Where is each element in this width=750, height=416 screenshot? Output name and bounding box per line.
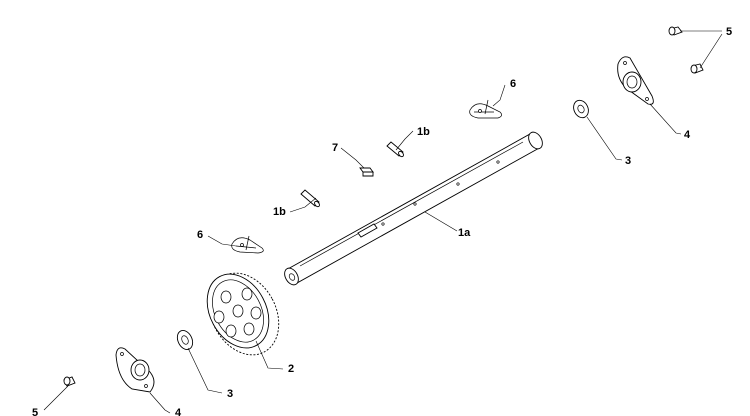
- label-washer-left: 3: [227, 388, 233, 400]
- label-flange-right: 4: [684, 129, 691, 141]
- callout-labels: 1a 1b 1b 2 3 3 4 4 5 5 6 6 7: [32, 26, 732, 416]
- bolts-right[interactable]: [668, 26, 704, 74]
- washer-right[interactable]: [571, 98, 591, 120]
- label-pin-lower: 1b: [273, 206, 286, 218]
- label-flange-left: 4: [175, 407, 182, 416]
- pin-lower[interactable]: [300, 189, 320, 208]
- label-key: 7: [332, 142, 338, 154]
- bolts-left[interactable]: [63, 376, 76, 387]
- label-gear: 2: [288, 363, 294, 375]
- label-shaft: 1a: [458, 227, 471, 239]
- label-bolts-right: 5: [726, 26, 732, 38]
- label-bolts-left: 5: [32, 407, 38, 416]
- washer-left[interactable]: [174, 328, 195, 352]
- label-washer-right: 3: [625, 155, 631, 167]
- clip-right[interactable]: [469, 99, 502, 119]
- clip-left[interactable]: [231, 235, 264, 254]
- label-clip-right: 6: [510, 78, 516, 90]
- shaft[interactable]: [282, 130, 545, 288]
- flange-left[interactable]: [115, 347, 155, 393]
- leader-lines: [43, 30, 723, 414]
- key[interactable]: [359, 167, 374, 177]
- pin-upper[interactable]: [386, 141, 404, 158]
- label-pin-upper: 1b: [417, 126, 430, 138]
- flange-right[interactable]: [617, 56, 654, 105]
- gear[interactable]: [195, 261, 292, 367]
- label-clip-left: 6: [197, 229, 203, 241]
